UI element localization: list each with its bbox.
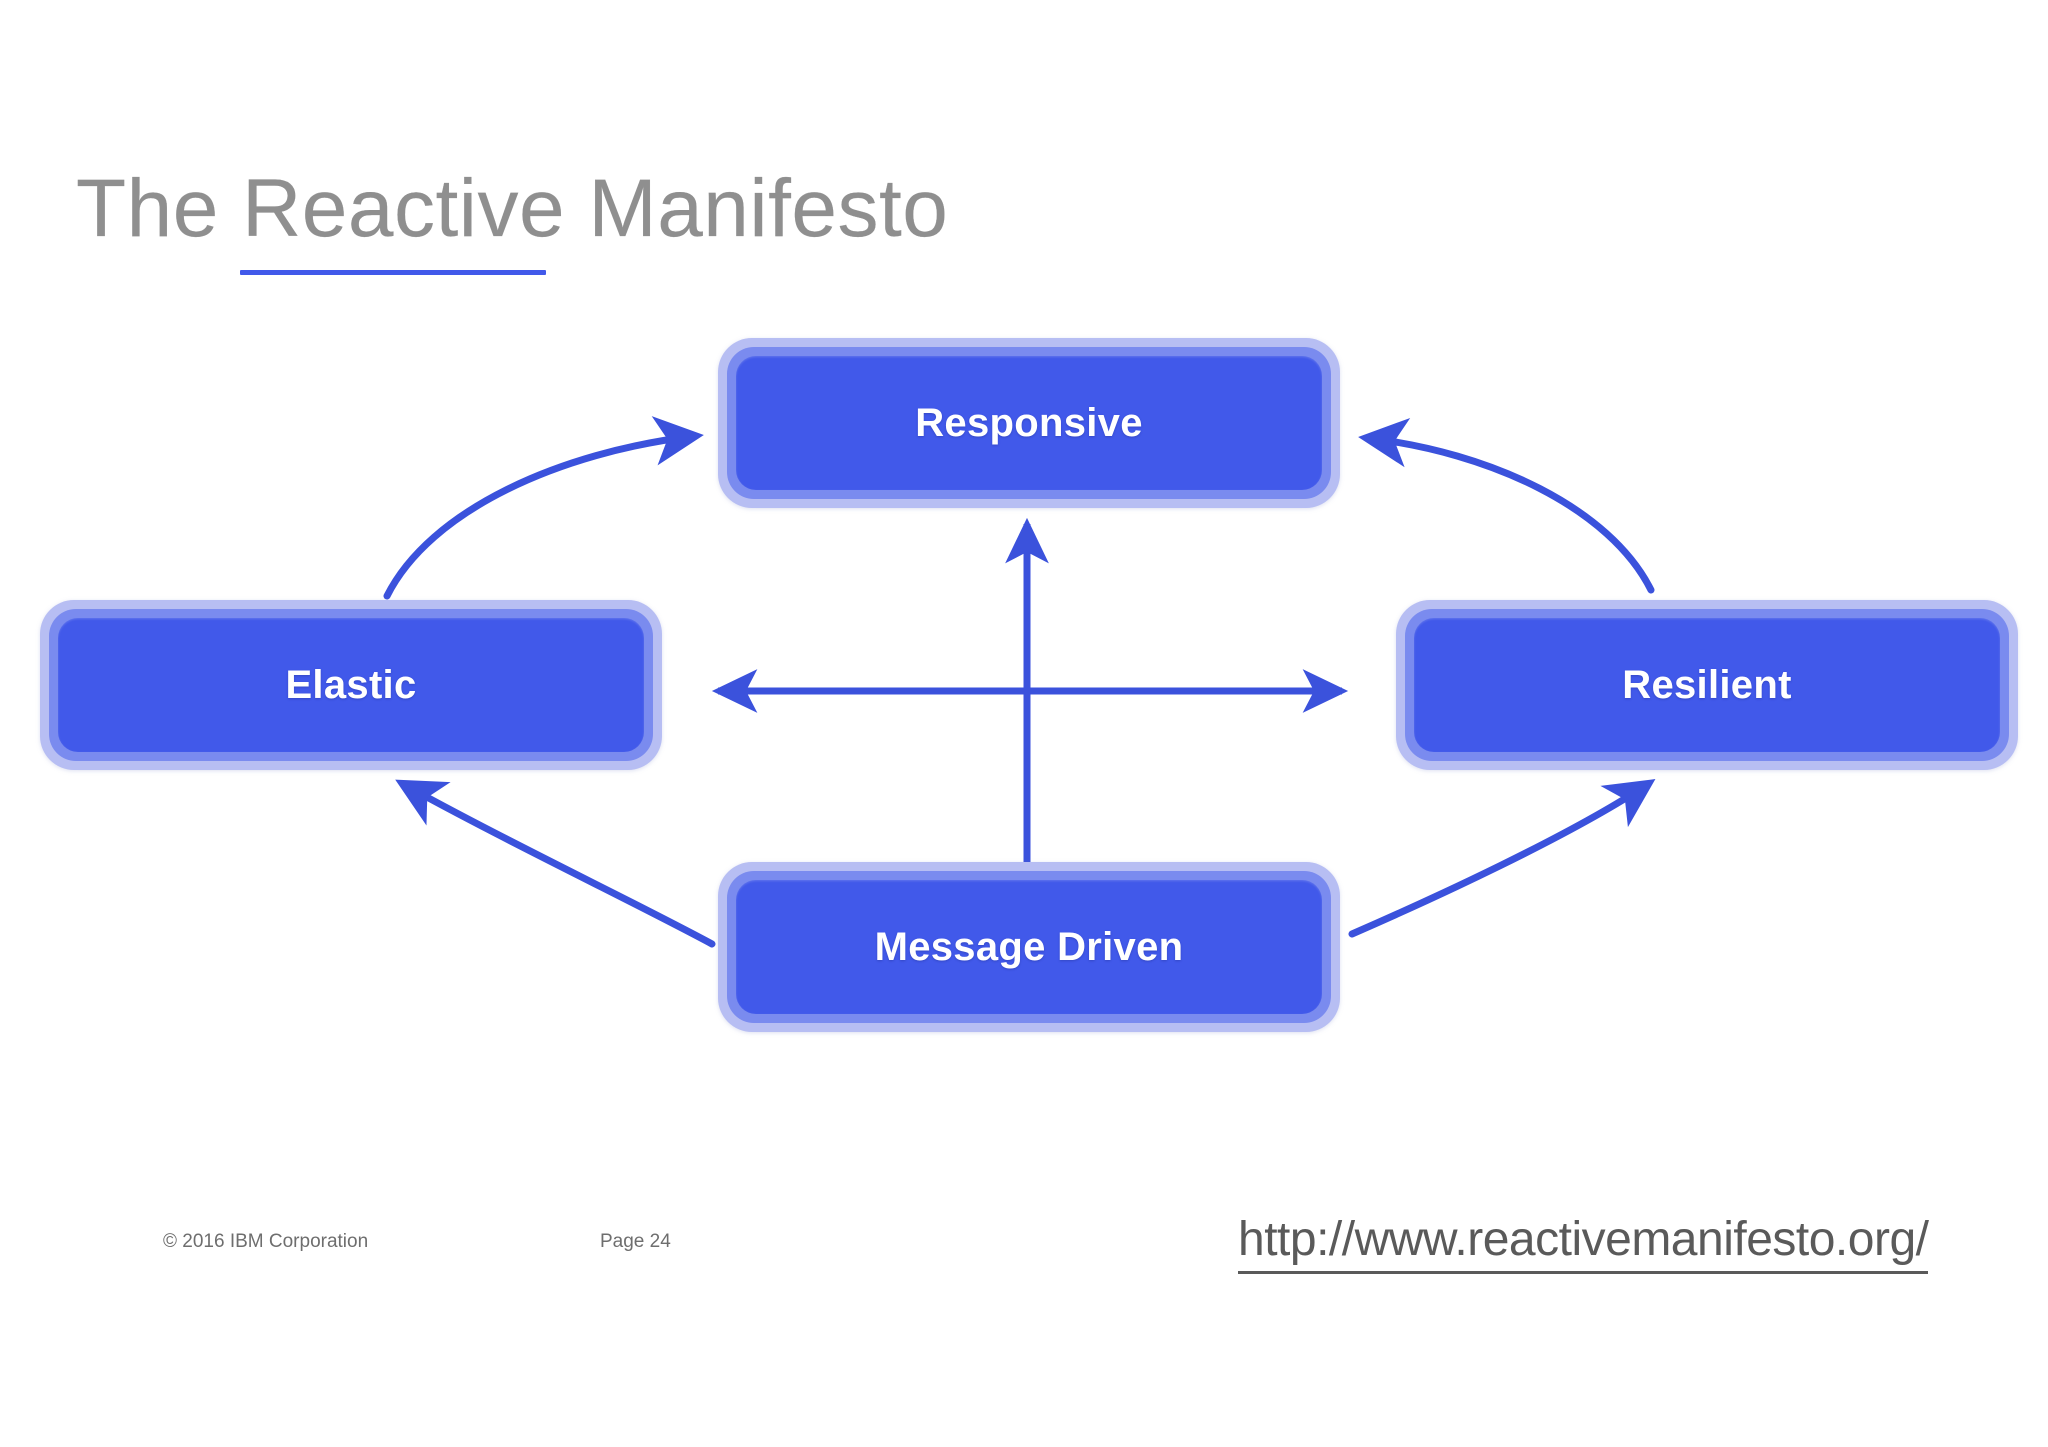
node-resilient-bevel: Resilient	[1405, 609, 2009, 761]
node-resilient-label: Resilient	[1622, 662, 1792, 707]
node-message-driven[interactable]: Message Driven	[718, 862, 1340, 1032]
page-title: The Reactive Manifesto	[76, 163, 949, 254]
node-responsive-face: Responsive	[736, 356, 1322, 490]
node-resilient[interactable]: Resilient	[1396, 600, 2018, 770]
node-responsive[interactable]: Responsive	[718, 338, 1340, 508]
node-message-driven-face: Message Driven	[736, 880, 1322, 1014]
arrow-resilient-to-responsive	[1358, 417, 1655, 594]
node-responsive-label: Responsive	[915, 400, 1143, 445]
reactive-manifesto-link[interactable]: http://www.reactivemanifesto.org/	[1238, 1212, 1929, 1274]
arrow-message-driven-to-resilient	[1348, 779, 1656, 938]
node-elastic-label: Elastic	[285, 662, 417, 707]
node-message-driven-bevel: Message Driven	[727, 871, 1331, 1023]
footer-copyright: © 2016 IBM Corporation	[163, 1231, 369, 1252]
node-elastic-bevel: Elastic	[49, 609, 653, 761]
node-responsive-bevel: Responsive	[727, 347, 1331, 499]
arrow-elastic-to-responsive	[383, 416, 704, 600]
node-elastic[interactable]: Elastic	[40, 600, 662, 770]
footer-page-number: Page 24	[600, 1231, 671, 1252]
node-resilient-face: Resilient	[1414, 618, 2000, 752]
arrow-message-driven-to-elastic	[395, 779, 716, 948]
node-message-driven-label: Message Driven	[874, 924, 1184, 969]
node-elastic-face: Elastic	[58, 618, 644, 752]
title-underline	[240, 270, 546, 275]
